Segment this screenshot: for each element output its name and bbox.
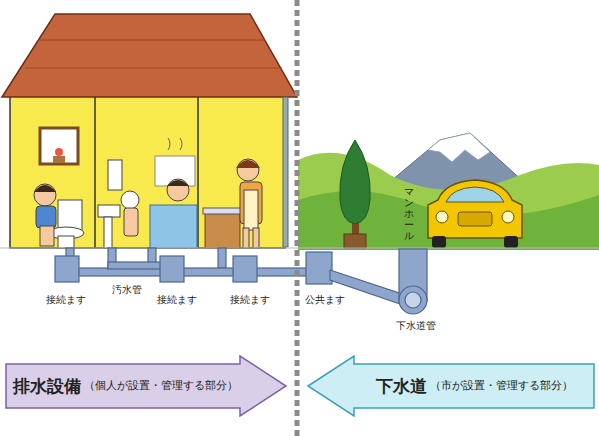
arrow-note: （個人が設置・管理する部分） (84, 379, 238, 393)
bath-room (98, 138, 197, 248)
manhole-label: マンホール (404, 186, 414, 241)
arrow-text-row: 下水道（市が設置・管理する部分） (357, 364, 591, 408)
arrow-outline (308, 356, 594, 416)
sewer-arrow: 下水道（市が設置・管理する部分） (307, 355, 595, 417)
drainage-arrow: 排水設備（個人が設置・管理する部分） (5, 355, 287, 417)
part-label: 接続ます (44, 294, 88, 306)
part-label: 下水道管 (394, 320, 438, 332)
part-label: 接続ます (228, 294, 272, 306)
boundary-line (295, 0, 300, 436)
part-label: 接続ます (155, 294, 199, 306)
arrow-text-row: 排水設備（個人が設置・管理する部分） (11, 364, 239, 408)
part-label: 公共ます (303, 294, 347, 306)
part-label: 汚水管 (110, 284, 144, 296)
kitchen-mother (203, 159, 262, 248)
arrow-outline (6, 356, 286, 416)
arrow-heading: 下水道 (376, 375, 427, 398)
tree (340, 140, 370, 248)
toilet-child (34, 184, 84, 248)
arrow-note: （市が設置・管理する部分） (430, 379, 573, 393)
house (2, 14, 297, 248)
car (428, 180, 522, 248)
drain-pipes (55, 248, 427, 314)
ground-line (0, 248, 599, 249)
arrow-heading: 排水設備 (13, 375, 81, 398)
